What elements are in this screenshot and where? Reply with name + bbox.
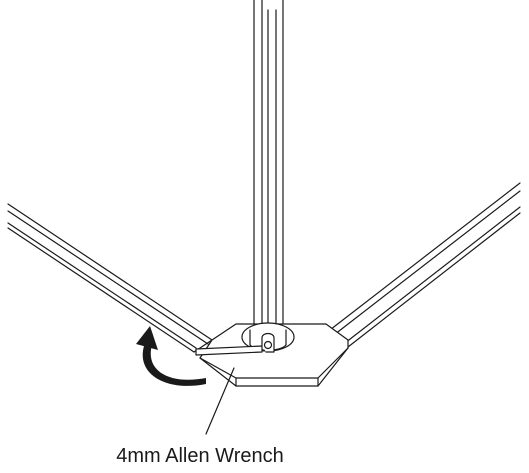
allen-wrench [195,332,275,356]
callout-label: 4mm Allen Wrench [116,445,284,467]
curved-arrow-icon [136,326,206,386]
right-leg [325,182,521,348]
vertical-pole [253,0,284,337]
left-leg [7,203,213,353]
base-hub [199,322,349,387]
callout-leader-line [205,367,235,435]
